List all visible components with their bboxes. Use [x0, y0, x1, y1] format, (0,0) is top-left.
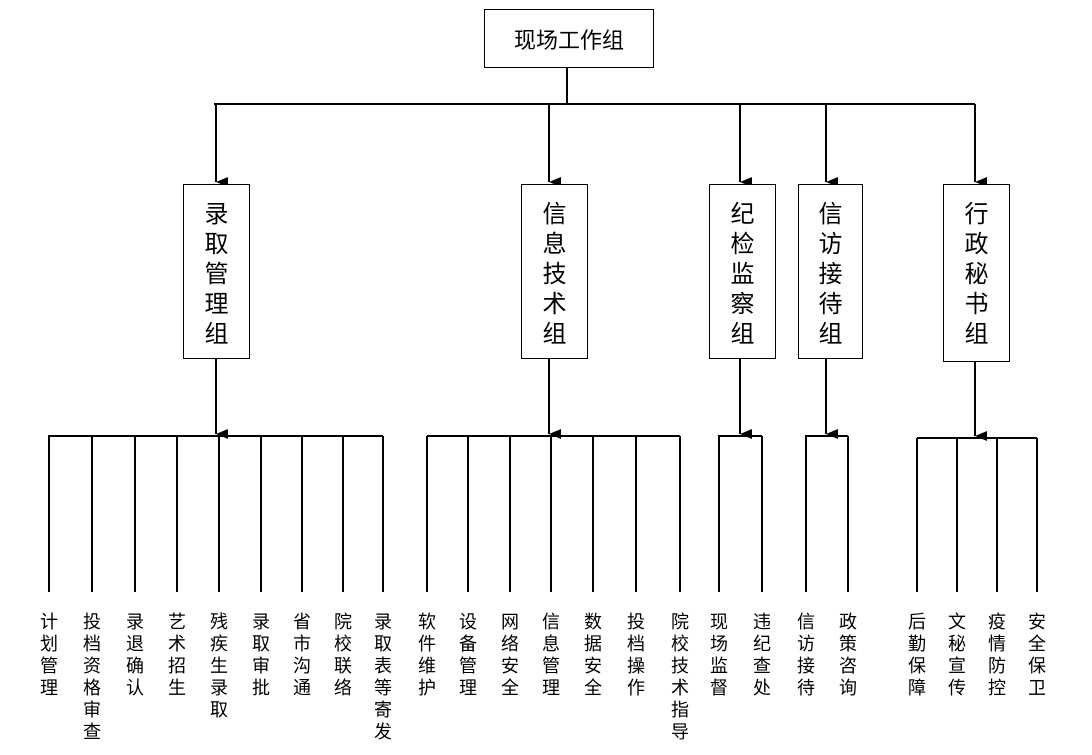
- task-label: 信访接待: [797, 612, 815, 699]
- root-node: 现场工作组: [484, 9, 654, 68]
- task-label: 投档操作: [627, 612, 645, 699]
- task-label: 设备管理: [459, 612, 477, 699]
- group-node-admission: 录取管理组: [183, 184, 250, 359]
- group-label: 行政秘书组: [964, 200, 989, 348]
- task-label: 软件维护: [418, 612, 436, 699]
- task-label: 网络安全: [501, 612, 519, 699]
- task-label: 录取审批: [252, 612, 270, 699]
- task-label: 投档资格审查: [83, 612, 101, 743]
- task-label: 后勤保障: [908, 612, 926, 699]
- group-node-admin: 行政秘书组: [943, 184, 1010, 362]
- task-label: 文秘宣传: [948, 612, 966, 699]
- task-label: 疫情防控: [988, 612, 1006, 699]
- task-label: 违纪查处: [753, 612, 771, 699]
- task-label: 院校技术指导: [671, 612, 689, 743]
- task-label: 录退确认: [126, 612, 144, 699]
- task-label: 残疾生录取: [210, 612, 228, 721]
- group-label: 录取管理组: [204, 200, 229, 348]
- group-label: 信息技术组: [542, 200, 567, 348]
- task-label: 安全保卫: [1028, 612, 1046, 699]
- task-label: 院校联络: [334, 612, 352, 699]
- task-label: 政策咨询: [839, 612, 857, 699]
- task-label: 数据安全: [584, 612, 602, 699]
- task-label: 录取表等寄发: [374, 612, 392, 743]
- task-label: 计划管理: [40, 612, 58, 699]
- group-node-petition: 信访接待组: [798, 184, 863, 359]
- group-node-it: 信息技术组: [521, 184, 588, 359]
- group-label: 信访接待组: [818, 200, 843, 348]
- root-label: 现场工作组: [513, 28, 624, 54]
- task-label: 现场监督: [710, 612, 728, 699]
- group-node-discipline: 纪检监察组: [709, 184, 776, 359]
- task-label: 艺术招生: [168, 612, 186, 699]
- group-label: 纪检监察组: [730, 200, 755, 348]
- task-label: 省市沟通: [293, 612, 311, 699]
- task-label: 信息管理: [542, 612, 560, 699]
